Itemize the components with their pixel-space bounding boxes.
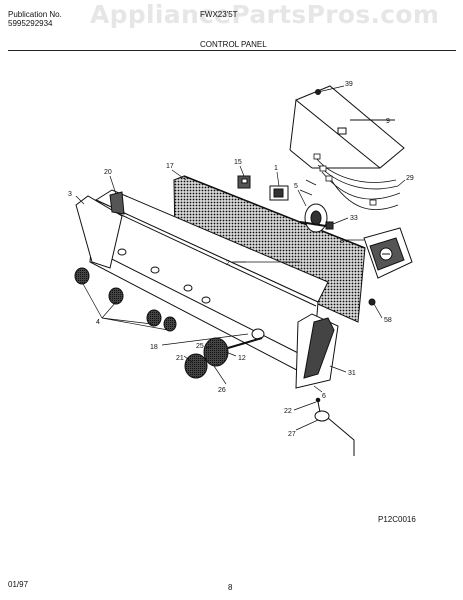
callout-58: 58 (384, 317, 392, 324)
callout-29: 29 (406, 175, 414, 182)
left-end-cap (75, 191, 125, 269)
callout-1: 1 (274, 165, 278, 172)
callout-22: 22 (284, 408, 292, 415)
callout-27: 27 (288, 431, 296, 438)
header-rule (8, 50, 456, 51)
watermark: AppliancePartsPros.com (90, 0, 440, 29)
callout-21: 21 (176, 355, 184, 362)
knobs-4 (74, 267, 177, 332)
screw-58 (368, 298, 376, 306)
callout-12: 12 (238, 355, 246, 362)
callout-18: 18 (150, 344, 158, 351)
wire-harness (299, 153, 401, 211)
callout-26: 26 (218, 387, 226, 394)
timer-knob-assembly (184, 337, 263, 379)
footer-date: 01/97 (8, 580, 29, 589)
callout-4: 4 (96, 319, 100, 326)
leader-lines (75, 85, 406, 431)
shield-plate (289, 85, 405, 169)
publication-number: 5995292934 (8, 19, 53, 28)
callout-15: 15 (234, 159, 242, 166)
diagram-code: P12C0016 (378, 515, 416, 524)
callout-25: 25 (196, 343, 204, 350)
switch-1 (269, 185, 289, 201)
callout-33: 33 (350, 215, 358, 222)
dial-5 (299, 203, 328, 233)
page-number: 8 (228, 583, 233, 592)
callout-17: 17 (166, 163, 174, 170)
publication-label: Publication No. (8, 10, 62, 19)
callout-9: 9 (386, 118, 390, 125)
callout-31: 31 (348, 370, 356, 377)
callout-5: 5 (294, 183, 298, 190)
callout-2: 2 (226, 260, 230, 267)
clip-33 (325, 221, 334, 230)
callout-20: 20 (104, 169, 112, 176)
model-number: FWX23'5T (200, 10, 238, 19)
timer-8 (363, 227, 413, 279)
callout-6: 6 (322, 393, 326, 400)
switch-15 (237, 175, 251, 189)
callout-labels: 39 9 20 17 15 1 29 3 5 33 8 2 4 58 18 25… (68, 81, 414, 438)
right-end-cap (295, 313, 339, 389)
callout-39: 39 (345, 81, 353, 88)
callout-8: 8 (340, 238, 344, 245)
actuator-27 (314, 397, 355, 456)
section-title: CONTROL PANEL (200, 40, 267, 49)
callout-3: 3 (68, 191, 72, 198)
